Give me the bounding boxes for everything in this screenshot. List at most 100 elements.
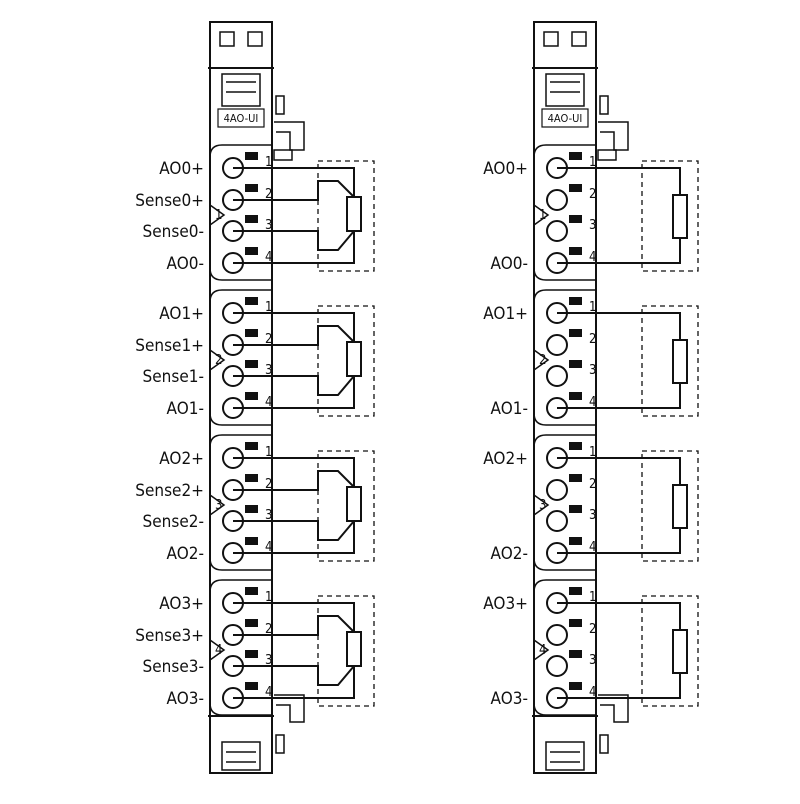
group-badge-icon xyxy=(533,639,550,661)
terminal-number: 2 xyxy=(265,187,272,202)
load-dashed-box xyxy=(641,595,699,707)
side-hook-bottom xyxy=(598,694,629,723)
terminal-number: 1 xyxy=(589,590,596,605)
wire-out-minus xyxy=(244,666,355,699)
led-indicator xyxy=(569,474,582,482)
terminal-number: 4 xyxy=(265,395,272,410)
terminal-opening xyxy=(546,365,568,387)
terminal-opening xyxy=(546,655,568,677)
terminal-number: 3 xyxy=(589,218,596,233)
terminal-number: 2 xyxy=(589,622,596,637)
led-indicator xyxy=(569,587,582,595)
side-hook-bottom xyxy=(274,694,305,723)
load-resistor xyxy=(672,629,688,674)
wire-out-minus xyxy=(568,528,681,554)
release-lever xyxy=(545,73,585,107)
channel-label: Sense1+ xyxy=(135,336,204,356)
led-indicator xyxy=(245,619,258,627)
terminal-opening xyxy=(546,334,568,356)
wire-sense-minus xyxy=(244,520,355,541)
side-clip-bottom xyxy=(599,734,609,754)
channel-label: AO3+ xyxy=(483,594,528,614)
terminal-number: 3 xyxy=(265,508,272,523)
wire-out-plus xyxy=(568,167,681,195)
group-badge-number: 3 xyxy=(539,498,546,513)
channel-label: AO3- xyxy=(491,689,528,709)
channel-label: AO2- xyxy=(491,544,528,564)
channel-label: AO2- xyxy=(167,544,204,564)
wire-out-plus xyxy=(244,167,355,197)
wire-sense-plus xyxy=(244,470,355,491)
top-latch-right xyxy=(571,31,587,47)
wire-sense-minus xyxy=(244,375,355,396)
channel-label: Sense0+ xyxy=(135,191,204,211)
terminal-number: 3 xyxy=(265,653,272,668)
load-resistor xyxy=(346,341,362,377)
module-label: 4AO-UI xyxy=(548,112,583,125)
group-badge-icon xyxy=(209,349,226,371)
module-body-outline xyxy=(533,21,597,774)
wire-out-plus xyxy=(568,312,681,340)
channel-label: Sense3+ xyxy=(135,626,204,646)
led-indicator xyxy=(245,152,258,160)
side-tab-top xyxy=(273,149,293,161)
wire-out-plus xyxy=(568,457,681,485)
wire-sense-minus xyxy=(244,230,355,251)
wire-out-minus xyxy=(568,673,681,699)
top-latch-left xyxy=(219,31,235,47)
terminal-number: 1 xyxy=(265,155,272,170)
led-indicator xyxy=(245,650,258,658)
module-label-box xyxy=(217,108,265,128)
led-indicator xyxy=(569,247,582,255)
wire-out-plus xyxy=(244,457,355,487)
wire-out-plus xyxy=(244,312,355,342)
terminal-opening xyxy=(546,624,568,646)
side-hook-top xyxy=(598,121,629,151)
module-body-outline xyxy=(209,21,273,774)
terminal-number: 2 xyxy=(265,477,272,492)
load-dashed-box xyxy=(641,450,699,562)
wire-out-minus xyxy=(568,238,681,264)
terminal-block-outline xyxy=(533,434,596,571)
top-latch-left xyxy=(543,31,559,47)
terminal-opening xyxy=(546,189,568,211)
channel-label: AO1+ xyxy=(159,304,204,324)
top-latch-right xyxy=(247,31,263,47)
terminal-opening xyxy=(546,220,568,242)
terminal-block-outline xyxy=(533,289,596,426)
module-label-box xyxy=(541,108,589,128)
load-dashed-box xyxy=(317,595,375,707)
led-indicator xyxy=(245,392,258,400)
led-indicator xyxy=(245,537,258,545)
wire-out-minus xyxy=(244,376,355,409)
group-badge-icon xyxy=(533,494,550,516)
channel-label: AO3- xyxy=(167,689,204,709)
side-clip-top xyxy=(599,95,609,115)
terminal-block-outline xyxy=(209,579,272,716)
wire-out-plus xyxy=(568,602,681,630)
channel-label: AO3+ xyxy=(159,594,204,614)
terminal-number: 4 xyxy=(265,250,272,265)
module-label: 4AO-UI xyxy=(224,112,259,125)
bottom-release xyxy=(545,741,585,771)
channel-label: Sense2+ xyxy=(135,481,204,501)
led-indicator xyxy=(569,392,582,400)
load-resistor xyxy=(672,339,688,384)
side-hook-top xyxy=(274,121,305,151)
led-indicator xyxy=(569,329,582,337)
terminal-number: 2 xyxy=(589,332,596,347)
wire-sense-plus xyxy=(244,180,355,201)
terminal-block-outline xyxy=(533,579,596,716)
channel-label: AO1+ xyxy=(483,304,528,324)
terminal-number: 1 xyxy=(265,590,272,605)
terminal-number: 3 xyxy=(265,218,272,233)
terminal-number: 1 xyxy=(589,155,596,170)
led-indicator xyxy=(569,442,582,450)
led-indicator xyxy=(569,682,582,690)
